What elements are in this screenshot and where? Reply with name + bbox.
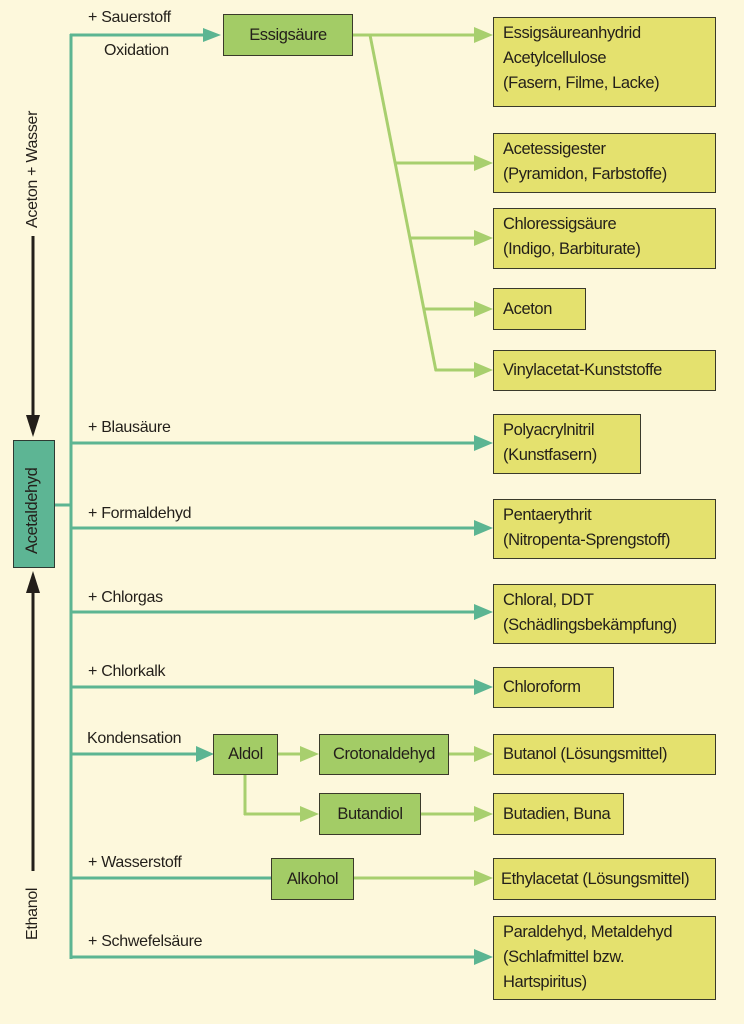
product-butadien-buna[interactable]: Butadien, Buna [493,793,624,835]
product-line: Vinylacetat-Kunststoffe [503,361,662,379]
branch-lines [243,33,476,880]
branch-arrowheads [300,27,493,886]
aldol-label: Aldol [228,745,263,763]
product-line: Hartspiritus) [503,973,587,991]
product-paraldehyd[interactable]: Paraldehyd, Metaldehyd (Schlafmittel bzw… [493,916,716,1000]
arrow-aceton-to-acetaldehyd [26,236,40,437]
product-line: Ethylacetat (Lösungsmittel) [501,869,690,888]
product-line: (Pyramidon, Farbstoffe) [503,165,667,183]
label-wasserstoff: + Wasserstoff [88,854,182,871]
product-line: Essigsäureanhydrid [503,24,641,42]
product-line: (Nitropenta-Sprengstoff) [503,531,671,549]
product-chloressigsaeure[interactable]: Chloressigsäure (Indigo, Barbiturate) [493,208,716,269]
product-ethylacetat[interactable]: Ethylacetat (Lösungsmittel) [493,858,716,900]
product-line: Paraldehyd, Metaldehyd [503,923,673,941]
essigsaeure-label: Essigsäure [249,25,327,44]
label-formaldehyd: + Formaldehyd [88,505,192,522]
label-oxidation: Oxidation [104,42,169,59]
product-line: Polyacrylnitril [503,421,595,439]
product-line: Chloroform [503,678,581,696]
label-chlorgas: + Chlorgas [88,589,163,606]
label-chlorkalk: + Chlorkalk [88,663,166,680]
butandiol-box[interactable]: Butandiol [319,793,421,835]
product-essigsaeureanhydrid[interactable]: Essigsäureanhydrid Acetylcellulose (Fase… [493,17,716,107]
product-line: (Schädlingsbekämpfung) [503,616,677,634]
crotonaldehyd-label: Crotonaldehyd [332,745,436,763]
product-line: Butanol (Lösungsmittel) [503,745,668,763]
product-line: Butadien, Buna [503,804,611,823]
alkohol-box[interactable]: Alkohol [271,858,354,900]
product-acetessigester[interactable]: Acetessigester (Pyramidon, Farbstoffe) [493,133,716,193]
trunk-arrowheads [196,28,493,965]
label-schwefelsaeure: + Schwefelsäure [88,933,203,950]
alkohol-label: Alkohol [286,869,339,888]
product-line: Pentaerythrit [503,506,592,524]
crotonaldehyd-box[interactable]: Crotonaldehyd [319,734,449,775]
product-line: Chloral, DDT [503,591,594,609]
label-aceton-wasser: Aceton + Wasser [24,110,41,228]
butandiol-label: Butandiol [337,804,403,823]
product-polyacrylnitril[interactable]: Polyacrylnitril (Kunstfasern) [493,414,641,474]
product-line: (Indigo, Barbiturate) [503,240,641,258]
product-line: Acetylcellulose [503,49,607,67]
product-line: (Fasern, Filme, Lacke) [503,74,660,92]
aldol-box[interactable]: Aldol [213,734,278,775]
product-chloroform[interactable]: Chloroform [493,667,614,708]
label-blausaeure: + Blausäure [88,419,171,436]
acetaldehyd-box[interactable]: Acetaldehyd [13,440,55,568]
trunk [55,33,476,959]
product-line: (Schlafmittel bzw. [503,948,625,966]
product-line: Chloressigsäure [503,215,617,233]
essigsaeure-box[interactable]: Essigsäure [223,14,353,56]
product-aceton[interactable]: Aceton [493,288,586,330]
product-butanol[interactable]: Butanol (Lösungsmittel) [493,734,716,775]
product-line: Aceton [503,299,552,318]
product-pentaerythrit[interactable]: Pentaerythrit (Nitropenta-Sprengstoff) [493,499,716,559]
product-chloral-ddt[interactable]: Chloral, DDT (Schädlingsbekämpfung) [493,584,716,644]
label-ethanol: Ethanol [24,887,41,940]
arrow-ethanol-to-acetaldehyd [26,571,40,871]
product-vinylacetat[interactable]: Vinylacetat-Kunststoffe [493,350,716,391]
label-kondensation: Kondensation [87,730,182,747]
label-sauerstoff: + Sauerstoff [88,9,171,26]
acetaldehyd-label: Acetaldehyd [23,467,41,554]
product-line: (Kunstfasern) [503,446,597,464]
product-line: Acetessigester [503,140,606,158]
